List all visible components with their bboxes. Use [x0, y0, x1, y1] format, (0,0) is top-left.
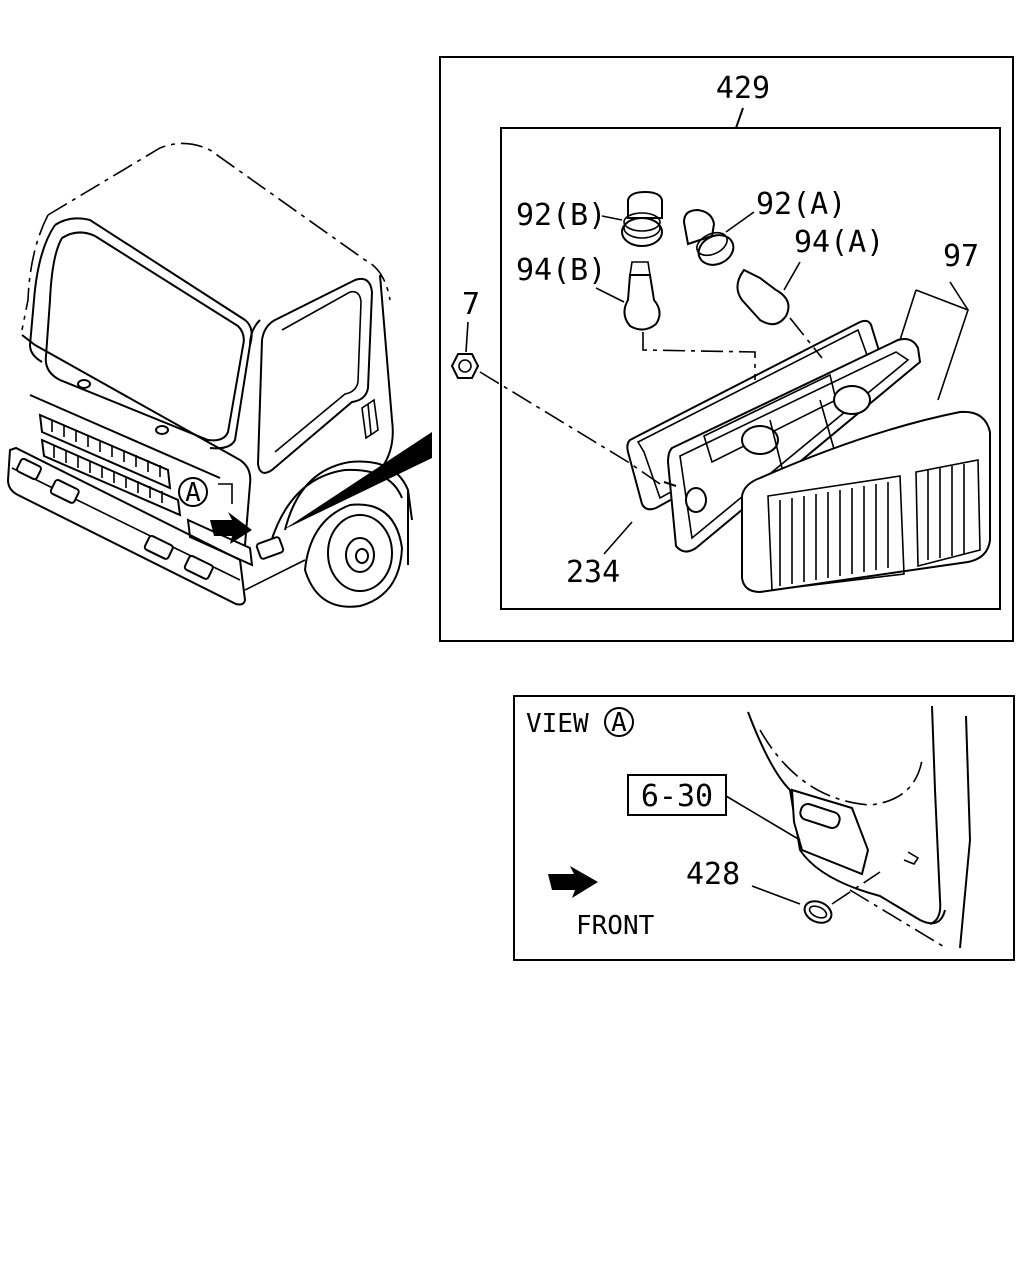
detail-frame: [439, 56, 1014, 642]
front-arrow-icon: [548, 866, 598, 898]
view-a-frame: [513, 695, 1015, 961]
view-marker-overview: A: [185, 478, 201, 508]
bulb-a: [736, 268, 790, 326]
lamp-housing: [663, 338, 922, 553]
assembly-frame: [500, 127, 1001, 610]
assembly-label: 429: [716, 71, 770, 106]
bulb-b-label: 94(B): [516, 253, 606, 288]
cap-label: 428: [686, 857, 740, 892]
socket-a-label: 92(A): [756, 187, 846, 222]
truck-overview: A: [6, 142, 432, 608]
gasket-label: 234: [566, 555, 620, 590]
socket-b: [621, 190, 663, 247]
view-a-panel: VIEW A 6-30 428 FRONT: [513, 695, 1015, 961]
view-a-marker: A: [611, 708, 627, 738]
nut: [450, 353, 480, 379]
socket-a: [682, 208, 735, 266]
lamp-lens: [741, 410, 991, 594]
socket-b-label: 92(B): [516, 198, 606, 233]
lens-label: 97: [943, 239, 979, 274]
side-marker-cap: [803, 900, 833, 924]
ref-box: [627, 774, 727, 816]
ref-box-label: 6-30: [641, 779, 713, 814]
bulb-a-label: 94(A): [794, 225, 884, 260]
view-a-title: VIEW: [526, 709, 589, 739]
nut-label: 7: [462, 287, 480, 322]
bulb-b: [623, 261, 661, 331]
detail-panel: 429 92(B) 92(A) 94(B) 94(A): [439, 56, 1014, 642]
front-label: FRONT: [576, 911, 655, 941]
